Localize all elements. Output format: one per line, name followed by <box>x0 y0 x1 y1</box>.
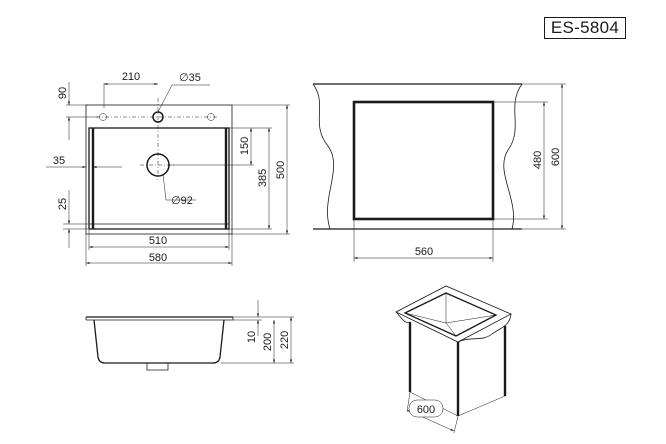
dim-560: 560 <box>415 246 433 258</box>
dim-385: 385 <box>257 169 269 187</box>
dim-35: 35 <box>53 155 65 167</box>
dim-220: 220 <box>279 331 291 349</box>
isometric-view: 600 <box>395 285 512 434</box>
dim-faucet-diameter: ∅35 <box>179 72 201 84</box>
cutout-opening <box>352 100 495 221</box>
sink-bowl <box>88 127 230 230</box>
dim-90: 90 <box>57 87 69 99</box>
top-view: 210 ∅35 90 35 25 ∅92 150 <box>46 71 290 266</box>
side-view: 10 200 220 <box>85 300 294 371</box>
dim-10: 10 <box>246 331 258 343</box>
bowl-profile <box>93 319 225 364</box>
dim-500: 500 <box>275 161 287 179</box>
dim-25: 25 <box>57 198 69 210</box>
dim-600-height: 600 <box>550 148 562 166</box>
dim-600-width: 600 <box>417 404 435 416</box>
sink-outline <box>85 104 233 235</box>
dim-510: 510 <box>149 235 167 247</box>
dim-200: 200 <box>262 333 274 351</box>
dim-150: 150 <box>239 137 251 155</box>
dim-drain-diameter: ∅92 <box>171 195 193 207</box>
model-label: ES-5804 <box>544 17 626 39</box>
cutout-view: 480 600 560 <box>312 83 566 262</box>
dim-580: 580 <box>149 252 167 264</box>
dim-210: 210 <box>122 71 140 83</box>
dim-480: 480 <box>532 151 544 169</box>
